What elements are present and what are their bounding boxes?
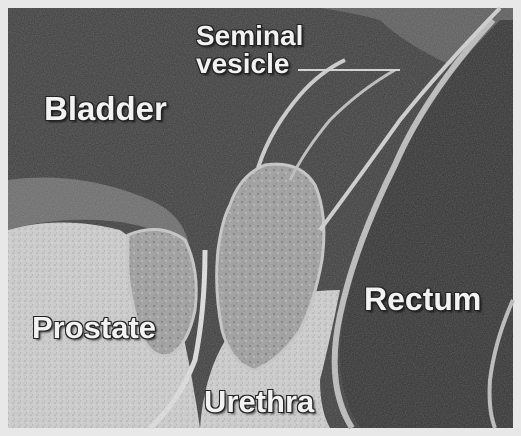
prostate-label: Prostate	[32, 312, 156, 343]
rectum-label: Rectum	[364, 283, 481, 315]
seminal-vesicle-label-line2: vesicle	[196, 50, 289, 78]
urethra-label: Urethra	[204, 386, 314, 417]
seminal-vesicle-label-line1: Seminal	[196, 22, 303, 50]
bladder-label: Bladder	[44, 92, 167, 125]
